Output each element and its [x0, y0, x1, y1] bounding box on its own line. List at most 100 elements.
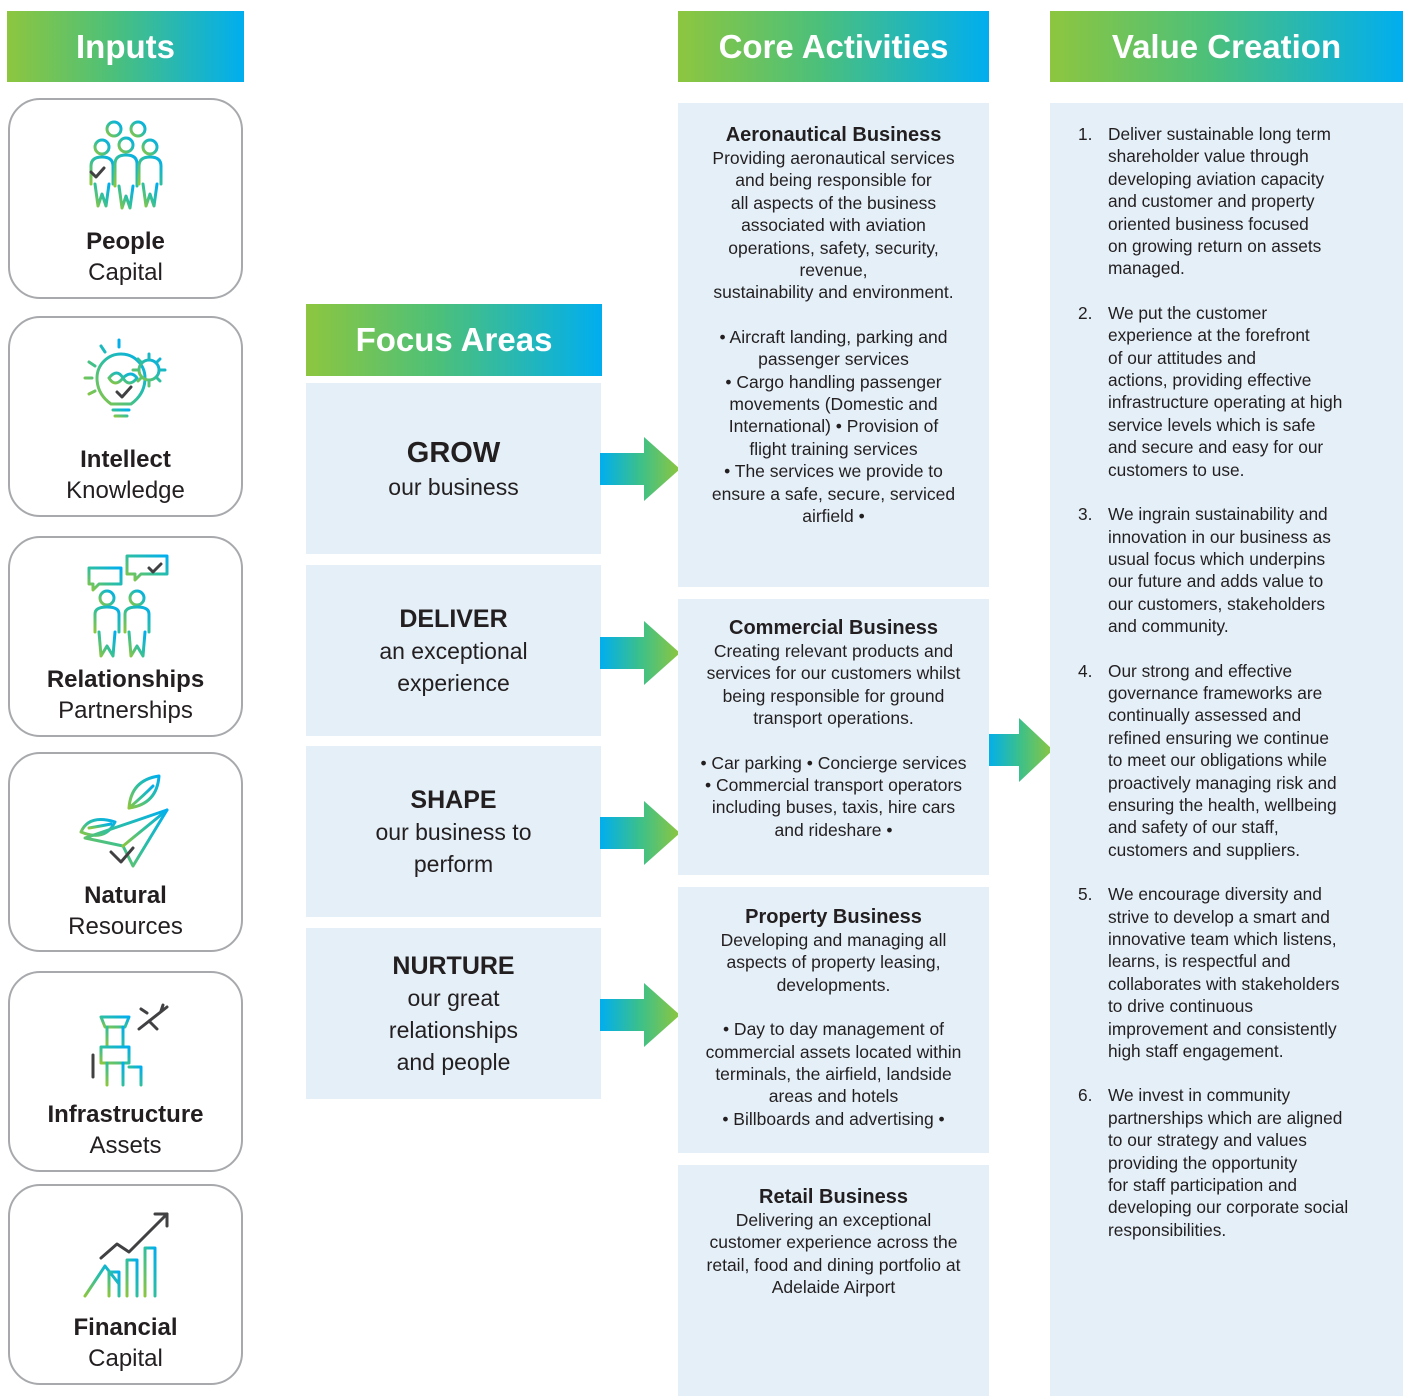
value-item-line: continually assessed and [1108, 705, 1302, 726]
arrow-right-icon [987, 718, 1053, 782]
value-item-line: infrastructure operating at high [1108, 392, 1343, 413]
core-activities-header: Core Activities [678, 11, 989, 82]
value-item-line: to meet our obligations while [1108, 750, 1328, 771]
value-item-line: and secure and easy for our [1108, 437, 1324, 458]
value-item: 5. We encourage diversity and strive to … [1078, 883, 1381, 1062]
value-item-line: to our strategy and values [1108, 1130, 1307, 1151]
inputs-header: Inputs [7, 11, 244, 82]
value-item-line: to drive continuous [1108, 996, 1254, 1017]
value-item-line: improvement and consistently [1108, 1018, 1337, 1039]
core-activity-text: revenue, [799, 260, 868, 281]
value-item: 6. We invest in community partnerships w… [1078, 1084, 1381, 1241]
core-activity-text: sustainability and environment. [713, 282, 954, 303]
core-activity-text: services for our customers whilst [706, 663, 961, 684]
focus-text: experience [397, 669, 510, 696]
core-activity-detail: including buses, taxis, hire cars [711, 797, 956, 818]
core-activity-text: customer experience across the [709, 1232, 958, 1253]
core-activity-detail: and rideshare • [774, 819, 893, 840]
arrow-right-icon [600, 621, 680, 685]
value-item-line: We put the customer [1108, 302, 1268, 323]
core-activity-detail: commercial assets located within [705, 1041, 962, 1062]
value-item-line: high staff engagement. [1108, 1041, 1284, 1062]
core-activity-text: Delivering an exceptional [735, 1210, 932, 1230]
core-activity-text: being responsible for ground [722, 685, 945, 706]
focus-area-deliver: DELIVER an exceptional experience [306, 565, 601, 736]
core-activity-detail: • Commercial transport operators [704, 775, 963, 796]
input-card-relationships: Relationships Partnerships [8, 536, 243, 737]
core-activity-property: Property Business Developing and managin… [678, 887, 989, 1153]
value-item-line: experience at the forefront [1108, 325, 1310, 346]
value-item-number: 3. [1078, 504, 1093, 525]
core-activity-heading: Retail Business [759, 1186, 908, 1208]
focus-area-grow: GROW our business [306, 383, 601, 554]
input-subtitle: Partnerships [58, 697, 193, 724]
value-item-line: service levels which is safe [1108, 414, 1316, 435]
core-activity-text: developments. [776, 974, 891, 995]
value-item-line: proactively managing risk and [1108, 772, 1337, 793]
core-activity-detail: • Day to day management of [722, 1019, 945, 1040]
value-item-line: for staff participation and [1108, 1175, 1297, 1196]
value-item-line: collaborates with stakeholders [1108, 973, 1340, 994]
core-activity-text: transport operations. [753, 708, 914, 729]
input-card-natural: Natural Resources [8, 752, 243, 952]
value-item-number: 1. [1078, 124, 1093, 144]
value-item-line: learns, is respectful and [1108, 951, 1291, 972]
value-item-line: our customers, stakeholders [1108, 593, 1326, 614]
value-item: 2. We put the customer experience at the… [1078, 302, 1381, 481]
value-item: 4. Our strong and effective governance f… [1078, 660, 1381, 862]
value-item-line: customers and suppliers. [1108, 839, 1301, 860]
value-item-line: and safety of our staff, [1108, 817, 1279, 838]
input-title: People [86, 228, 165, 255]
value-item-line: and community. [1108, 616, 1229, 637]
value-item-line: refined ensuring we continue [1108, 727, 1329, 748]
core-activity-detail: airfield • [802, 506, 865, 527]
core-activity-detail: • Billboards and advertising • [722, 1108, 945, 1129]
input-card-infrastructure: Infrastructure Assets [8, 971, 243, 1172]
core-activity-text: Creating relevant products and [713, 641, 954, 661]
input-subtitle: Capital [88, 259, 163, 286]
focus-text: relationships [388, 1016, 519, 1043]
value-item-line: We ingrain sustainability and [1108, 504, 1328, 525]
value-item-number: 4. [1078, 660, 1093, 681]
arrow-right-icon [600, 437, 680, 501]
core-activity-detail: areas and hotels [768, 1086, 899, 1107]
value-item-line: governance frameworks are [1108, 682, 1323, 703]
core-activity-text: retail, food and dining portfolio at [706, 1254, 961, 1275]
focus-area-shape: SHAPE our business to perform [306, 746, 601, 917]
people-speech-bubbles-icon [71, 552, 181, 662]
input-subtitle: Assets [89, 1132, 162, 1159]
value-item-line: developing aviation capacity [1108, 168, 1325, 189]
input-title: Financial [73, 1314, 178, 1341]
core-activity-detail: • Aircraft landing, parking and [719, 326, 948, 347]
value-item-line: our future and adds value to [1108, 571, 1324, 592]
core-activity-detail: ensure a safe, secure, serviced [711, 483, 956, 504]
value-item-line: actions, providing effective [1108, 370, 1312, 391]
arrow-right-icon [600, 801, 680, 865]
value-item-line: of our attitudes and [1108, 347, 1256, 368]
input-card-financial: Financial Capital [8, 1184, 243, 1385]
focus-text: an exceptional [379, 637, 528, 664]
value-item-line: strive to develop a smart and [1108, 906, 1330, 927]
core-activity-text: Developing and managing all [720, 930, 947, 950]
value-item: 1. Deliver sustainable long term shareho… [1078, 123, 1381, 280]
focus-heading: SHAPE [410, 785, 497, 814]
core-activity-heading: Aeronautical Business [725, 124, 942, 146]
value-item-line: shareholder value through [1108, 146, 1309, 167]
value-item-line: ensuring the health, wellbeing [1108, 794, 1337, 815]
focus-areas-header: Focus Areas [306, 304, 602, 376]
value-item-line: We encourage diversity and [1108, 884, 1322, 905]
core-activity-text: aspects of property leasing, [726, 952, 941, 973]
value-item-line: developing our corporate social [1108, 1197, 1349, 1218]
value-creation-panel: 1. Deliver sustainable long term shareho… [1050, 103, 1403, 1396]
value-item-line: providing the opportunity [1108, 1152, 1298, 1173]
value-item-line: Our strong and effective [1108, 660, 1293, 681]
focus-text: our business to [375, 818, 532, 845]
focus-text: and people [396, 1048, 511, 1075]
value-item-line: on growing return on assets [1108, 236, 1322, 257]
core-activity-detail: terminals, the airfield, landside [715, 1064, 952, 1085]
core-activity-detail: International) • Provision of [728, 416, 939, 437]
value-item-line: managed. [1108, 258, 1185, 279]
leaf-paper-plane-icon [71, 768, 181, 878]
focus-text: perform [413, 850, 494, 877]
core-activity-detail: movements (Domestic and [729, 394, 938, 415]
